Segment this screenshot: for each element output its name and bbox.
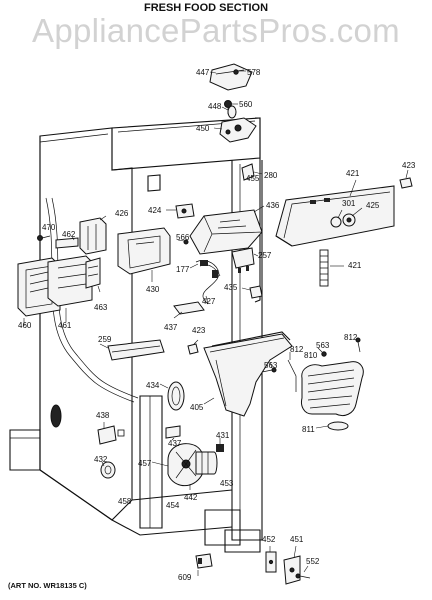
part-label-423-top: 423 xyxy=(402,161,416,170)
part-label-280: 280 xyxy=(264,171,278,180)
switches-and-harness xyxy=(166,203,263,305)
light-shield-assembly xyxy=(209,63,257,143)
part-label-455: 455 xyxy=(246,174,260,183)
part-label-450: 450 xyxy=(196,124,210,133)
part-label-563-right: 563 xyxy=(316,341,330,350)
section-title: FRESH FOOD SECTION xyxy=(144,2,268,14)
part-label-560: 560 xyxy=(239,100,253,109)
part-label-301: 301 xyxy=(342,199,356,208)
control-housing xyxy=(189,169,413,287)
part-label-463: 463 xyxy=(94,303,108,312)
switch-insert xyxy=(241,163,263,181)
vent-gasket xyxy=(159,381,185,411)
part-label-812-left: 812 xyxy=(290,345,304,354)
drain-hole xyxy=(50,404,62,428)
part-label-552: 552 xyxy=(306,557,320,566)
part-label-432: 432 xyxy=(94,455,108,464)
watermark: AppliancePartsPros.com xyxy=(32,12,400,49)
part-label-177: 177 xyxy=(176,265,190,274)
part-label-257: 257 xyxy=(258,251,272,260)
part-label-448: 448 xyxy=(208,102,222,111)
part-label-423-mid: 423 xyxy=(192,326,206,335)
lower-small-parts xyxy=(97,422,224,479)
part-number-labels: 447 578 560 448 450 455 280 421 423 436 … xyxy=(18,68,416,582)
bottom-hardware xyxy=(195,545,311,585)
part-label-405: 405 xyxy=(190,403,204,412)
part-label-811: 811 xyxy=(302,425,315,434)
part-label-461: 461 xyxy=(58,321,72,330)
part-label-451: 451 xyxy=(290,535,304,544)
part-label-453: 453 xyxy=(220,479,234,488)
part-label-259: 259 xyxy=(98,335,112,344)
art-number: (ART NO. WR18135 C) xyxy=(8,581,87,590)
part-label-452: 452 xyxy=(262,535,276,544)
part-label-434: 434 xyxy=(146,381,160,390)
part-label-426: 426 xyxy=(115,209,129,218)
part-label-457: 457 xyxy=(138,459,152,468)
part-label-421-top: 421 xyxy=(346,169,360,178)
part-label-436: 436 xyxy=(266,201,280,210)
part-label-458: 458 xyxy=(118,497,132,506)
part-label-447: 447 xyxy=(196,68,210,77)
fan-shroud xyxy=(203,331,293,417)
part-label-437-upper: 437 xyxy=(164,323,178,332)
part-label-454: 454 xyxy=(166,501,180,510)
part-label-563-left: 563 xyxy=(264,361,278,370)
part-label-421-bottom: 421 xyxy=(348,261,362,270)
part-label-812-right: 812 xyxy=(344,333,358,342)
mid-components xyxy=(99,301,205,361)
part-label-425: 425 xyxy=(366,201,380,210)
part-label-437-lower: 437 xyxy=(168,439,182,448)
part-label-435: 435 xyxy=(224,283,238,292)
part-label-460: 460 xyxy=(18,321,32,330)
left-duct-cluster xyxy=(17,215,171,326)
part-label-424: 424 xyxy=(148,206,162,215)
part-label-438: 438 xyxy=(96,411,110,420)
part-label-810: 810 xyxy=(304,351,318,360)
part-label-470: 470 xyxy=(42,223,56,232)
part-label-578: 578 xyxy=(247,68,261,77)
part-label-462: 462 xyxy=(62,230,76,239)
part-label-431: 431 xyxy=(216,431,230,440)
evaporator-fan-motor xyxy=(151,443,218,490)
part-label-566: 566 xyxy=(176,233,190,242)
part-label-442: 442 xyxy=(184,493,198,502)
defrost-heater-assembly xyxy=(287,337,364,431)
part-label-609: 609 xyxy=(178,573,192,582)
part-label-427: 427 xyxy=(202,297,216,306)
part-label-430: 430 xyxy=(146,285,160,294)
